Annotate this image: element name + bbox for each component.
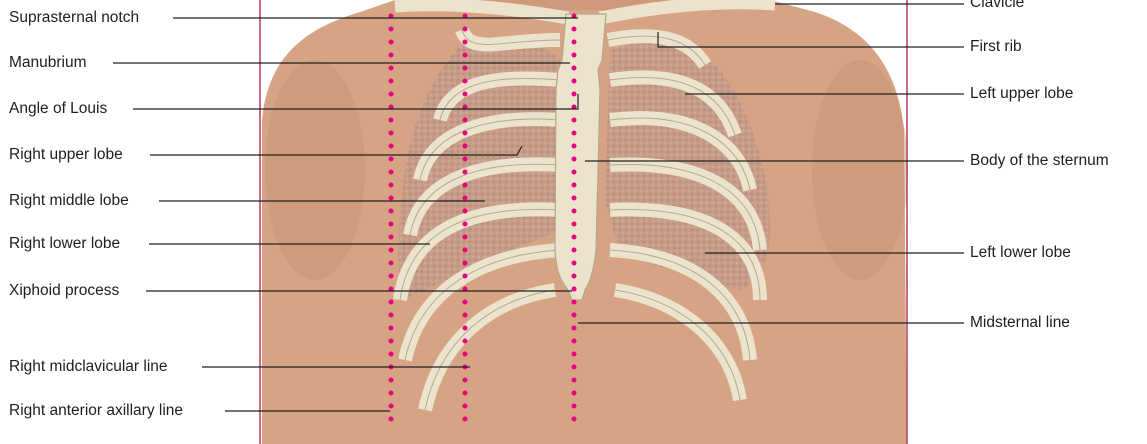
label-body-of-sternum: Body of the sternum (970, 152, 1109, 170)
label-right-lower-lobe: Right lower lobe (9, 235, 120, 253)
label-right-anterior-axillary-line: Right anterior axillary line (9, 402, 183, 420)
label-left-lower-lobe: Left lower lobe (970, 244, 1071, 262)
label-first-rib: First rib (970, 38, 1022, 56)
label-clavicle: Clavicle (970, 0, 1024, 12)
label-midsternal-line: Midsternal line (970, 314, 1070, 332)
label-right-midclavicular-line: Right midclavicular line (9, 358, 168, 376)
label-left-upper-lobe: Left upper lobe (970, 85, 1073, 103)
label-suprasternal-notch: Suprasternal notch (9, 9, 139, 27)
label-right-middle-lobe: Right middle lobe (9, 192, 129, 210)
label-manubrium: Manubrium (9, 54, 87, 72)
label-right-upper-lobe: Right upper lobe (9, 146, 123, 164)
label-xiphoid-process: Xiphoid process (9, 282, 119, 300)
label-angle-of-louis: Angle of Louis (9, 100, 107, 118)
right-shoulder-shadow (265, 60, 365, 280)
left-shoulder-shadow (812, 60, 908, 280)
